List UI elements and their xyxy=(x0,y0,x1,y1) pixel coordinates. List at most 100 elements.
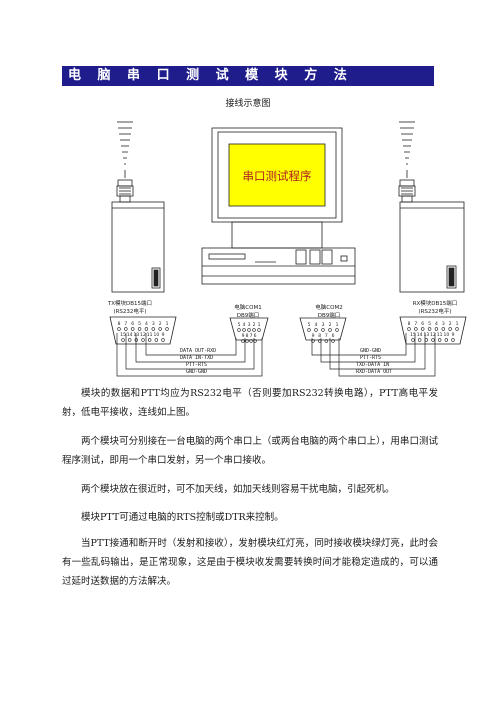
section-title: 电 脑 串 口 测 试 模 块 方 法 xyxy=(62,66,434,86)
pin-number: 1 xyxy=(166,321,169,327)
pin-number: 2 xyxy=(449,321,452,327)
pin xyxy=(424,338,429,342)
pin-number: 6 xyxy=(131,321,134,327)
pin-number: 4 xyxy=(145,321,148,327)
wire-label: RXD-DATA OUT xyxy=(356,369,392,375)
pin-number: 3 xyxy=(442,321,445,327)
pin-number: 8 xyxy=(318,333,321,339)
paragraph: 模块PTT可通过电脑的RTS控制或DTR来控制。 xyxy=(81,512,284,523)
pin xyxy=(241,339,245,343)
wiring-lines xyxy=(116,333,436,377)
wire-label: TXD-DATA IN xyxy=(356,362,389,368)
pin xyxy=(314,328,318,332)
right-signal-icon xyxy=(399,121,415,178)
pin xyxy=(444,338,449,342)
pin xyxy=(451,338,455,342)
left-module-icon xyxy=(111,179,165,293)
left-module-label: TX模块DB15端口 xyxy=(107,299,152,307)
pin-number: 4 xyxy=(315,322,318,328)
pin xyxy=(161,338,165,342)
pin-number: 5 xyxy=(428,321,431,327)
pin xyxy=(421,327,425,331)
pin-number: 15 xyxy=(410,332,416,338)
pin xyxy=(252,328,256,332)
com2-label: 电脑COM2 xyxy=(315,303,342,311)
wire-label: DATA IN-TXD xyxy=(180,355,213,361)
pin xyxy=(321,328,325,332)
pin xyxy=(158,327,162,331)
pin xyxy=(242,328,246,332)
pin-number: 1 xyxy=(336,322,339,328)
pin-number: 14 xyxy=(127,332,133,338)
left-signal-icon xyxy=(117,121,133,178)
com2-port: DB9端口 xyxy=(318,311,341,319)
pin xyxy=(127,338,132,342)
pin-number: 11 xyxy=(437,332,443,338)
monitor-text: 串口测试程序 xyxy=(243,169,312,183)
pin-number: 11 xyxy=(147,332,153,338)
pin-number: 7 xyxy=(124,321,127,327)
pin xyxy=(124,327,128,331)
pin-number: 6 xyxy=(332,333,335,339)
pin-number: 9 xyxy=(312,333,315,339)
pin-number: 5 xyxy=(308,322,311,328)
pin xyxy=(414,327,418,331)
pin-number: 10 xyxy=(443,332,449,338)
wire-label: PTT-RTS xyxy=(186,362,207,368)
pin-number: 13 xyxy=(133,332,139,338)
computer-icon xyxy=(201,127,356,285)
pin-number: 1 xyxy=(258,322,261,328)
com1-port: DB9端口 xyxy=(237,311,260,319)
pin xyxy=(237,328,241,332)
com1-label: 电脑COM1 xyxy=(234,303,261,311)
pin xyxy=(307,328,311,332)
pin xyxy=(417,338,422,342)
pin xyxy=(434,327,439,331)
pin xyxy=(249,339,253,343)
paragraph: 两个模块放在很近时，可不加天线，如加天线则容易干扰电脑，引起死机。 xyxy=(81,484,395,495)
pin xyxy=(427,327,432,331)
pin-number: 3 xyxy=(248,322,251,328)
pin-number: 4 xyxy=(243,322,246,328)
pin xyxy=(441,327,445,331)
pin-number: 13 xyxy=(423,332,429,338)
monitor-screen xyxy=(228,143,326,207)
pin-number: 6 xyxy=(254,333,257,339)
pin-number: 6 xyxy=(421,321,424,327)
pin-number: 12 xyxy=(430,332,436,338)
paragraph: 模块的数据和PTT均应为RS232电平（否则要加RS232转换电路），PTT高电… xyxy=(62,388,438,418)
wiring-diagram: 串口测试程序 TX模块DB15端口 (RS232电平) RX模块DB15端口 (… xyxy=(107,121,467,377)
pin-number: 8 xyxy=(408,321,411,327)
pin xyxy=(455,327,459,331)
pin xyxy=(331,339,335,343)
pin xyxy=(328,328,332,332)
pin xyxy=(437,338,442,342)
pin-number: 14 xyxy=(417,332,423,338)
pin-number: 3 xyxy=(152,321,155,327)
wire-label: PTT-RTS xyxy=(360,355,381,361)
pin xyxy=(431,338,435,342)
wire-label: DATA OUT-RXD xyxy=(180,348,216,354)
pin-number: 4 xyxy=(435,321,438,327)
pin-number: 9 xyxy=(242,333,245,339)
pin xyxy=(151,327,155,331)
pin-number: 7 xyxy=(325,333,328,339)
paragraph: 两个模块可分别接在一台电脑的两个串口上（或两台电脑的两个串口上），用串口测试程序… xyxy=(62,436,438,466)
pin-number: 3 xyxy=(322,322,325,328)
diagram-caption: 接线示意图 xyxy=(225,99,271,109)
pin xyxy=(245,339,249,343)
pin-number: 2 xyxy=(329,322,332,328)
pin xyxy=(257,328,261,332)
pin xyxy=(154,338,159,342)
pin xyxy=(407,327,411,331)
pin-number: 9 xyxy=(452,332,455,338)
pin xyxy=(131,327,135,331)
pin xyxy=(121,338,125,342)
pin xyxy=(147,338,152,342)
pin-number: 9 xyxy=(162,332,165,338)
pin xyxy=(411,338,415,342)
pin xyxy=(165,327,169,331)
